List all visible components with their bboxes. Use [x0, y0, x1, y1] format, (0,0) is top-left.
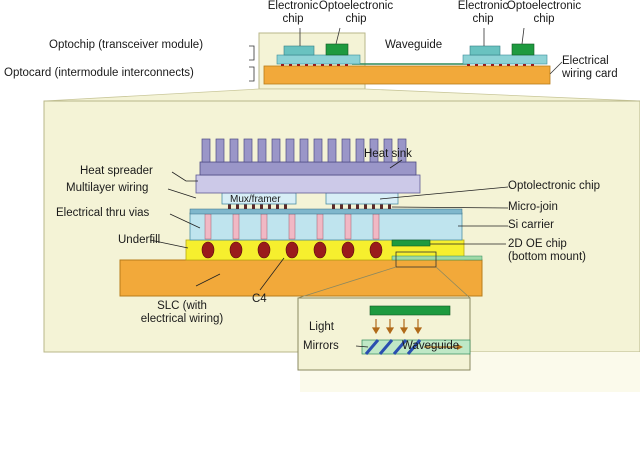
optochip-1-bumps [281, 64, 348, 66]
optocard-board [263, 65, 551, 85]
optochip-1-oe [325, 43, 349, 56]
label-optocard: Optocard (intermodule interconnects) [4, 67, 194, 79]
label-si-carrier: Si carrier [508, 219, 555, 231]
label-mirrors: Mirrors [303, 340, 339, 352]
zoom-connector [43, 88, 640, 102]
optochip-2-electronic [469, 45, 501, 56]
label-light: Light [309, 321, 334, 333]
si-carrier [189, 212, 463, 241]
label-c4: C4 [252, 293, 267, 305]
optochip-2-bumps [467, 64, 534, 66]
optochip-1-carrier [276, 54, 361, 65]
light-arrows [371, 319, 423, 335]
overview-leaders [249, 27, 563, 82]
thru-vias [204, 213, 380, 240]
detail-leaders [149, 159, 509, 348]
multilayer-wiring [189, 208, 463, 215]
label-waveguide-top: Waveguide [385, 39, 443, 51]
heat-sink-fins [201, 138, 407, 163]
label-electrical-wiring-card: Electrical wiring card [562, 55, 618, 80]
inset-oe-chip [369, 305, 451, 316]
label-underfill: Underfill [118, 234, 161, 246]
oe-chip-2d [391, 239, 431, 247]
label-heat-sink: Heat sink [364, 148, 412, 160]
overview-figure [249, 27, 563, 90]
board-waveguide [391, 255, 483, 261]
label-optoelectronic-chip-1: Optoelectronic chip [318, 0, 394, 25]
label-heat-spreader: Heat spreader [80, 165, 153, 177]
heat-sink-base [199, 161, 417, 176]
inset-light-flow-head [457, 344, 463, 350]
label-optoelectronic-chip-detail: Optolectronic chip [508, 180, 601, 192]
label-optochip: Optochip (transceiver module) [49, 39, 204, 51]
c4-bumps [201, 241, 383, 259]
label-optoelectronic-chip-2: Optoelectronic chip [506, 0, 582, 25]
label-mux-framer: Mux/framer [230, 194, 281, 205]
inset-mirrors [364, 339, 422, 355]
label-electronic-chip-1: Electronic chip [267, 0, 319, 25]
slc-board [119, 259, 483, 297]
optochip-1-electronic [283, 45, 315, 56]
label-2d-oe-chip: 2D OE chip (bottom mount) [508, 238, 586, 263]
heat-spreader [195, 174, 421, 194]
label-multilayer-wiring: Multilayer wiring [66, 182, 149, 194]
label-waveguide-inset: Waveguide [402, 340, 460, 352]
label-electronic-chip-2: Electronic chip [457, 0, 509, 25]
micro-joins [228, 204, 391, 209]
optochip-2-carrier [462, 54, 548, 65]
inset-source-box [395, 251, 437, 268]
label-electrical-thru-vias: Electrical thru vias [56, 207, 150, 219]
label-slc: SLC (with electrical wiring) [140, 300, 224, 325]
inset-zoom-lines [297, 266, 471, 299]
label-micro-join: Micro-join [508, 201, 558, 213]
optochip-2-oe [511, 43, 535, 56]
